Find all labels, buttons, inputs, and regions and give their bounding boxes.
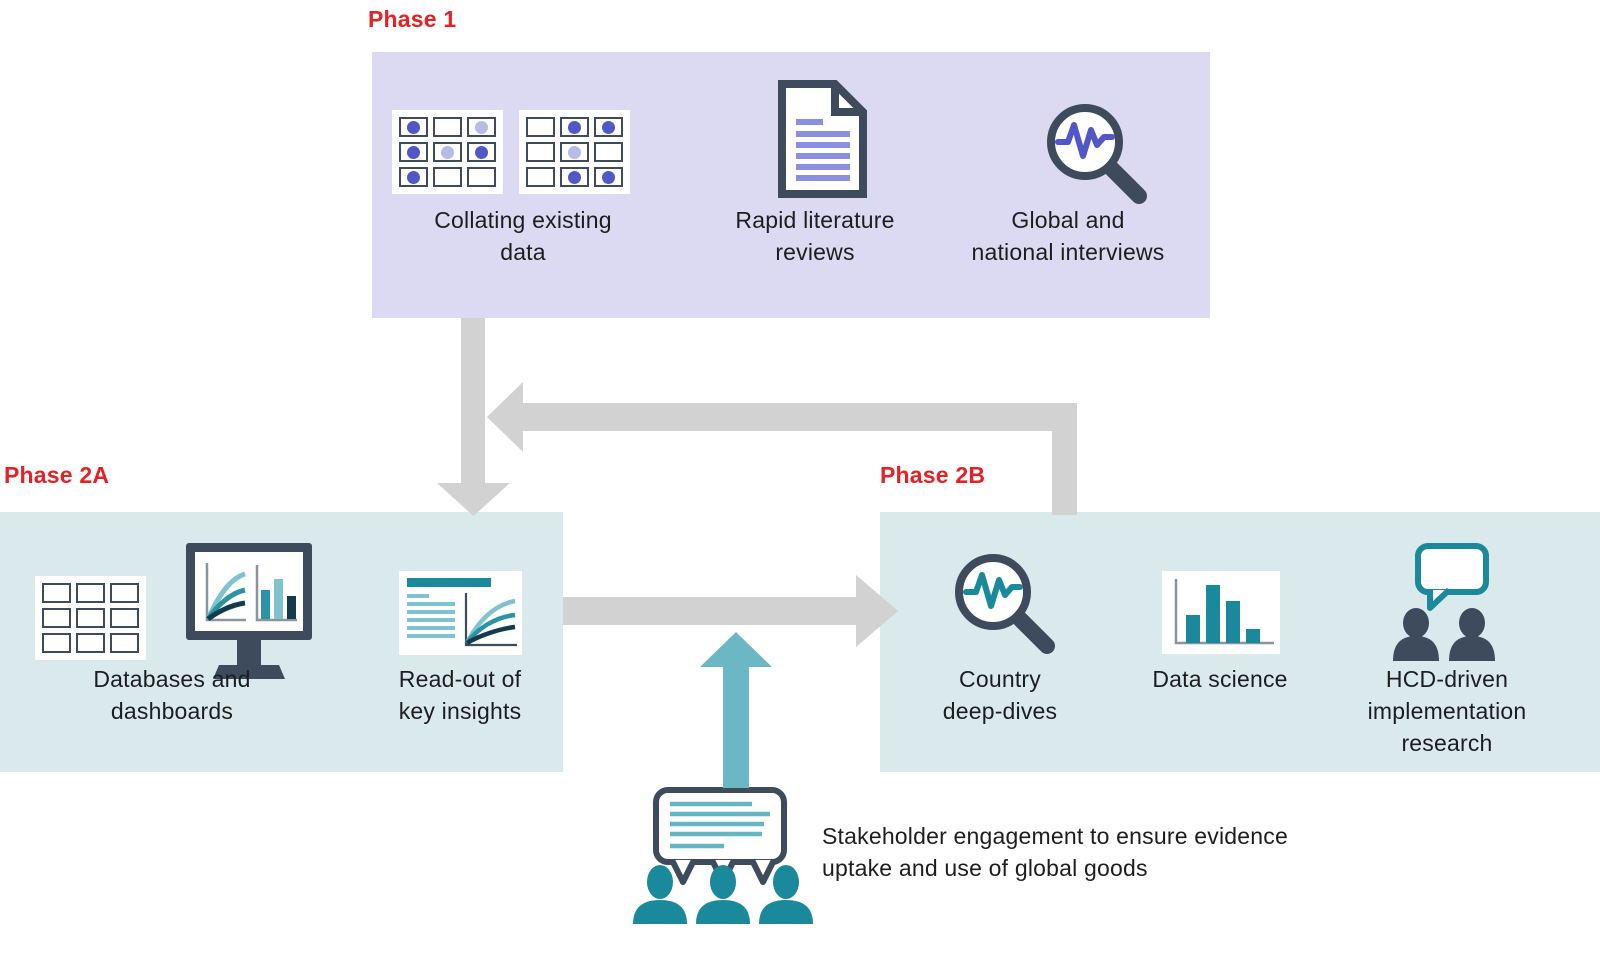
grid-cell [560, 167, 589, 187]
grid-cell [433, 167, 462, 187]
caption-data-science: Data science [1152, 666, 1288, 692]
grid-cell [594, 167, 623, 187]
caption-readout-key-insights: Read-out of key insights [398, 666, 522, 724]
dot-grid-right [519, 110, 630, 194]
discussion-bubble-icon [653, 787, 787, 885]
arrow-feedback-phase2b-to-phase2a [487, 382, 1077, 515]
grid-cell [526, 142, 555, 162]
grid-dot [407, 145, 420, 159]
grid-cell [467, 167, 496, 187]
grid-cell [594, 117, 623, 137]
arrow-phase1-to-phase2a [437, 318, 510, 516]
magnifier-waveform-icon [955, 554, 1055, 654]
grid-cell [467, 117, 496, 137]
grid-cell [76, 633, 105, 653]
grid-dot [568, 170, 581, 184]
grid-cell [42, 583, 71, 603]
data-grids-icon [392, 110, 630, 194]
phase1-box: Collating existing data Rapid literature… [372, 52, 1210, 318]
document-icon [778, 80, 867, 198]
grid-dot [407, 170, 420, 184]
grid-cell [76, 608, 105, 628]
grid-cell [110, 633, 139, 653]
dot-grid-left [392, 110, 503, 194]
grid-cell [76, 583, 105, 603]
caption-hcd-driven-research: HCD-driven implementation research [1367, 666, 1527, 756]
caption-databases-dashboards: Databases and dashboards [93, 666, 251, 724]
grid-cell [42, 608, 71, 628]
grid-dot [441, 145, 454, 159]
grid-cell [399, 142, 428, 162]
audience-people-icon [633, 865, 813, 924]
grid-cell [560, 117, 589, 137]
grid-cell [560, 142, 589, 162]
grid-cell [399, 167, 428, 187]
grid-dot [602, 120, 615, 134]
grid-cell [399, 117, 428, 137]
stakeholder-engagement-text: Stakeholder engagement to ensure evidenc… [822, 823, 1288, 881]
grid-cell [526, 117, 555, 137]
grid-dot [602, 170, 615, 184]
grid-dot [475, 120, 488, 134]
grid-cell [467, 142, 496, 162]
grid-dot [568, 120, 581, 134]
report-chart-icon [399, 571, 522, 655]
bar-chart-icon [1162, 571, 1280, 654]
caption-rapid-literature-reviews: Rapid literature reviews [735, 207, 895, 265]
caption-country-deep-dives: Country deep-dives [942, 666, 1058, 724]
grid-dot [407, 120, 420, 134]
phase2a-label: Phase 2A [4, 462, 110, 488]
phase2b-label: Phase 2B [880, 462, 986, 488]
grid-cell [433, 142, 462, 162]
phase2b-box: Country deep-dives Data science [880, 512, 1600, 772]
magnifier-waveform-icon [1047, 104, 1147, 204]
table-icon [35, 576, 146, 660]
phase2a-box: Databases and dashboards Read-out of key… [0, 512, 563, 772]
grid-dot [568, 145, 581, 159]
arrow-stakeholder-up [700, 632, 772, 788]
empty-grid [35, 576, 146, 660]
caption-collating-existing-data: Collating existing data [434, 207, 612, 265]
grid-cell [110, 583, 139, 603]
monitor-charts-icon [186, 543, 312, 679]
grid-cell [433, 117, 462, 137]
grid-cell [526, 167, 555, 187]
phase1-label: Phase 1 [368, 6, 457, 32]
caption-global-national-interviews: Global and national interviews [971, 207, 1165, 265]
grid-cell [42, 633, 71, 653]
arrow-phase2a-to-phase2b [563, 575, 898, 647]
grid-cell [594, 142, 623, 162]
grid-dot [475, 145, 488, 159]
grid-cell [110, 608, 139, 628]
people-speech-icon [1393, 543, 1495, 661]
